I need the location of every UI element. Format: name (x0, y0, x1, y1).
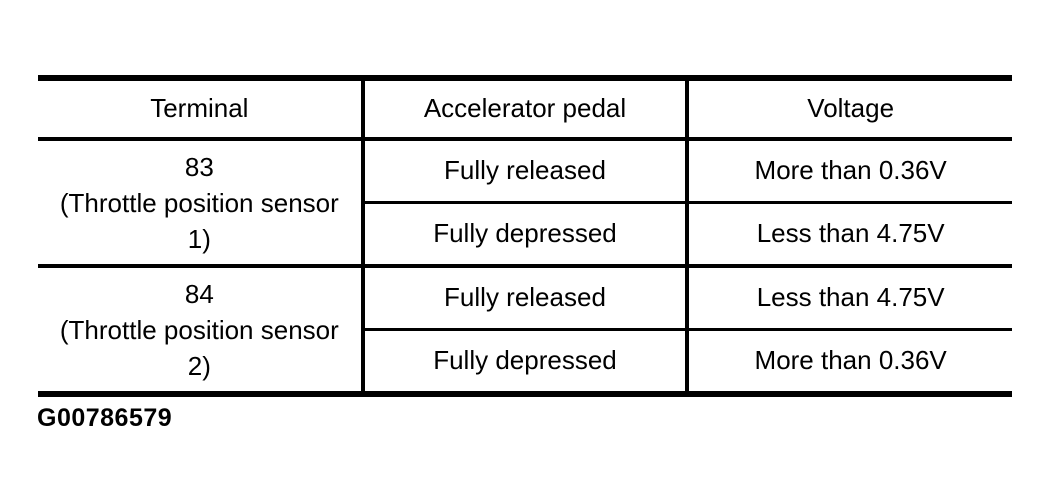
voltage-cell: Less than 4.75V (685, 202, 1012, 268)
voltage-cell: More than 0.36V (685, 139, 1012, 204)
header-terminal: Terminal (38, 78, 363, 141)
voltage-cell: More than 0.36V (685, 329, 1012, 394)
table-row-84-released: 84 (Throttle position sensor 2) Fully re… (38, 266, 1012, 381)
pedal-cell: Fully depressed (360, 329, 688, 394)
pedal-cell: Fully released (360, 139, 688, 204)
table-row-84-depressed: Fully depressed More than 0.36V (38, 329, 1012, 394)
table-row-83-released: 83 (Throttle position sensor 1) Fully re… (38, 139, 1012, 268)
terminal-number: 83 (184, 151, 214, 182)
table-row-83-depressed: Fully depressed Less than 4.75V (38, 202, 1012, 268)
terminal-desc-line: 1) (187, 223, 211, 254)
terminal-number: 84 (184, 278, 214, 309)
figure-id: G00786579 (37, 404, 173, 432)
header-accelerator-pedal: Accelerator pedal (360, 78, 688, 141)
sensor-voltage-spec-table: Terminal Accelerator pedal Voltage 83 (T… (38, 75, 1012, 397)
terminal-cell-84: 84 (Throttle position sensor 2) (38, 266, 363, 394)
terminal-desc-line: (Throttle position sensor (59, 187, 339, 218)
terminal-cell-83: 83 (Throttle position sensor 1) (38, 139, 363, 268)
voltage-cell: Less than 4.75V (685, 266, 1012, 331)
pedal-cell: Fully depressed (360, 202, 688, 268)
terminal-desc-line: (Throttle position sensor (59, 314, 339, 345)
terminal-desc-line: 2) (187, 350, 211, 381)
header-row: Terminal Accelerator pedal Voltage (38, 78, 1012, 141)
header-voltage: Voltage (685, 78, 1012, 141)
pedal-cell: Fully released (360, 266, 688, 331)
